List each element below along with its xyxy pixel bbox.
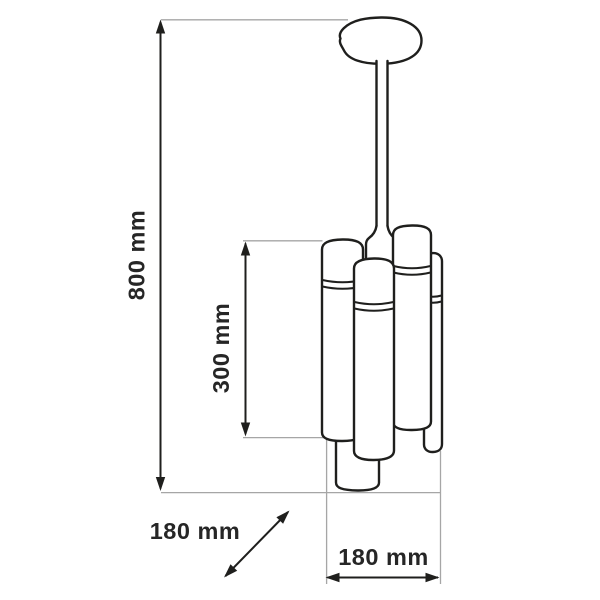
lamp-drawing (320, 16, 444, 492)
shade-tube-right (391, 224, 433, 432)
shade-seam-line (353, 301, 395, 306)
dimension-lines (155, 19, 440, 583)
arrowhead-up-icon (155, 19, 166, 34)
arrowhead-diagonal-up-icon (276, 510, 290, 524)
depth-dimension-line (224, 511, 289, 577)
depth-label: 180 mm (150, 518, 241, 544)
arrowhead-right-icon (425, 572, 440, 583)
arrowhead-down-icon (240, 422, 251, 437)
shade-seam-line (392, 265, 432, 270)
shade-seam-line (353, 307, 395, 312)
arrowhead-down-icon (155, 477, 166, 491)
arrowhead-left-icon (325, 572, 340, 583)
width-label: 180 mm (338, 544, 429, 570)
overall-height-label: 800 mm (124, 210, 150, 301)
shade-seam-line (392, 271, 432, 276)
arrowhead-diagonal-down-icon (224, 564, 238, 578)
arrowhead-up-icon (240, 241, 251, 256)
ceiling-canopy (338, 16, 423, 66)
extension-lines (161, 19, 442, 584)
shade-tube-center-front (352, 257, 396, 462)
shade-height-label: 300 mm (208, 303, 234, 394)
dimension-labels: 800 mm 300 mm 180 mm 180 mm (124, 210, 429, 570)
dimension-arrowheads (155, 19, 440, 583)
suspension-rod-fill (376, 57, 388, 227)
